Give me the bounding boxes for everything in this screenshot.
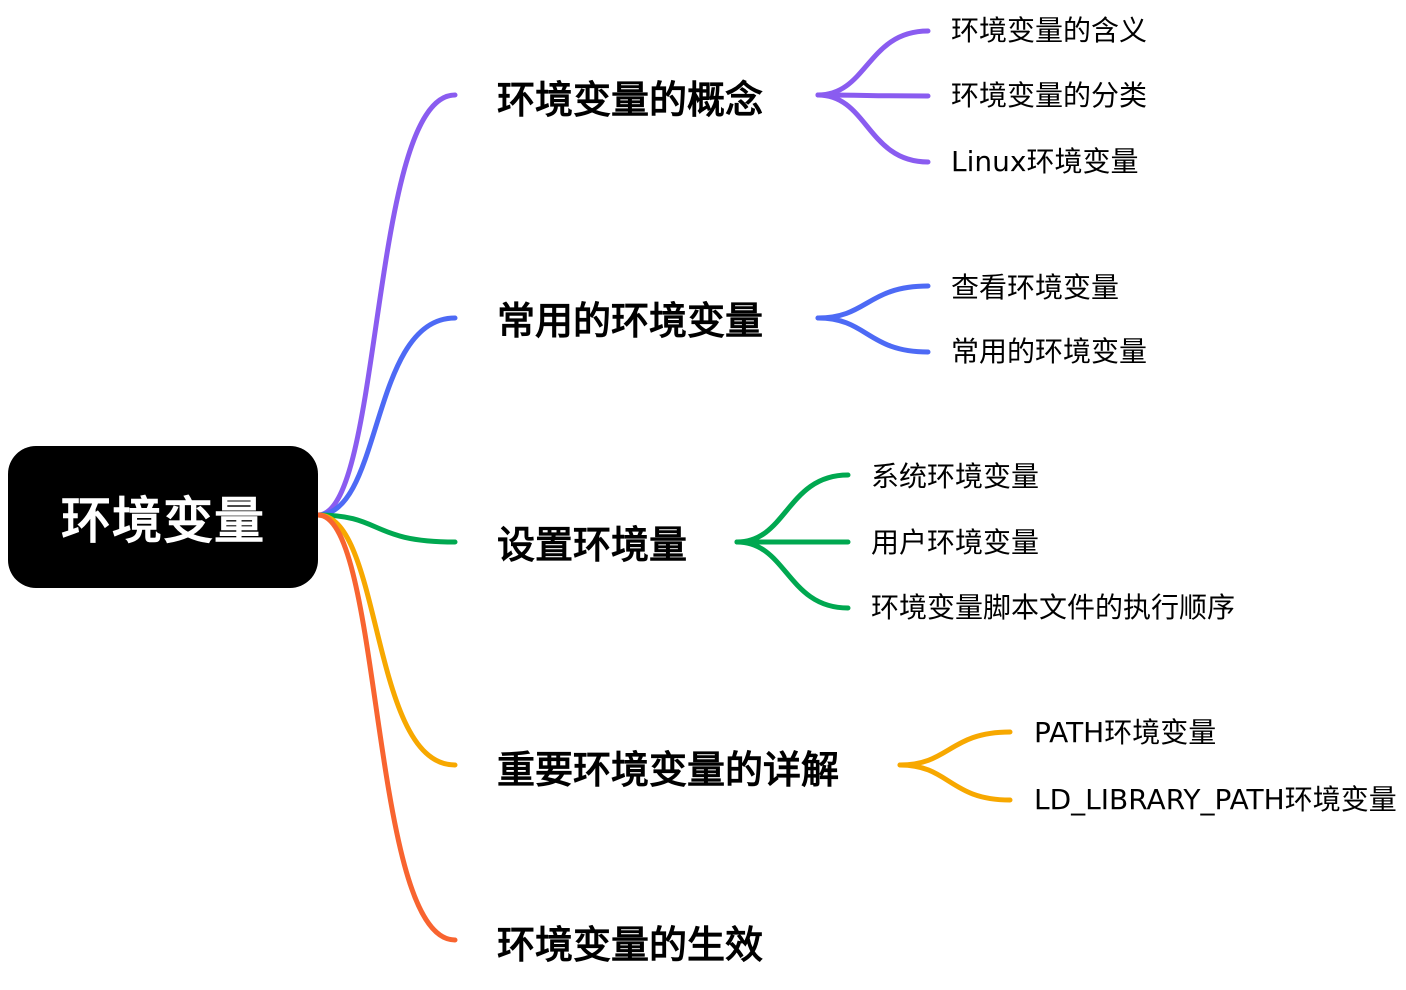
branch-node-effect[interactable]: 环境变量的生效 [497, 923, 764, 967]
branch-node-common[interactable]: 常用的环境变量 [497, 299, 764, 343]
root-node[interactable]: 环境变量 [8, 446, 318, 588]
leaf-node-meaning[interactable]: 环境变量的含义 [951, 14, 1148, 47]
leaf-node-system[interactable]: 系统环境变量 [871, 460, 1040, 493]
root-link-2 [315, 512, 458, 545]
leaf-link-1-0 [815, 283, 931, 321]
leaf-node-ld-library-path[interactable]: LD_LIBRARY_PATH环境变量 [1034, 783, 1397, 816]
leaf-node-classification[interactable]: 环境变量的分类 [951, 79, 1148, 112]
root-link-4 [315, 512, 458, 943]
branch-node-details[interactable]: 重要环境变量的详解 [497, 748, 840, 792]
leaf-node-user[interactable]: 用户环境变量 [871, 526, 1040, 559]
branch-node-concept[interactable]: 环境变量的概念 [497, 78, 764, 122]
leaf-link-3-1 [897, 762, 1013, 803]
leaf-link-0-0 [815, 28, 931, 98]
leaf-link-1-1 [815, 315, 931, 355]
leaf-node-linux[interactable]: Linux环境变量 [951, 145, 1139, 178]
leaf-node-view[interactable]: 查看环境变量 [951, 271, 1120, 304]
root-link-0 [315, 92, 458, 518]
root-link-1 [315, 315, 458, 518]
leaf-node-script-order[interactable]: 环境变量脚本文件的执行顺序 [871, 591, 1236, 624]
leaf-link-2-2 [734, 539, 851, 611]
branch-leaf-links [734, 28, 1013, 803]
leaf-link-0-2 [815, 92, 931, 165]
branch-node-setting[interactable]: 设置环境量 [497, 523, 688, 567]
leaf-link-2-0 [734, 472, 851, 545]
leaf-link-3-0 [897, 729, 1013, 768]
root-branch-links [315, 92, 458, 943]
leaf-node-common-vars[interactable]: 常用的环境变量 [951, 335, 1148, 368]
leaf-node-path[interactable]: PATH环境变量 [1034, 716, 1217, 749]
root-link-3 [315, 512, 458, 768]
